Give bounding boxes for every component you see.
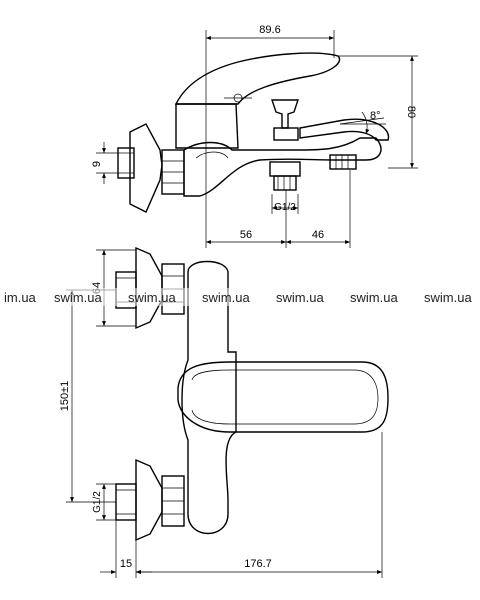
front-lower-flange [135, 458, 163, 542]
dim-left-label: 56 [240, 229, 252, 241]
dim-spacing-label: 150±1 [59, 381, 71, 412]
top-diverter-knob [271, 99, 299, 129]
dim-pipe-label: 9 [91, 161, 103, 167]
dim-wall-label: 15 [120, 558, 132, 570]
top-aerator [329, 154, 357, 170]
dim-length-label: 176.7 [244, 558, 272, 570]
front-faucet-body [181, 260, 237, 535]
watermark-text: swim.ua [276, 290, 324, 305]
dim-angle-label: 8° [370, 110, 381, 122]
top-view: 89.6 80 8° 9 G1/2 56 46 [91, 24, 418, 248]
watermark-strip: im.ua swim.ua swim.ua swim.ua swim.ua sw… [0, 288, 480, 306]
front-lower-pipe [115, 483, 137, 521]
watermark-text: swim.ua [128, 290, 176, 305]
dim-width-label: 89.6 [259, 24, 280, 36]
dim-right-label: 46 [312, 229, 324, 241]
watermark-text: swim.ua [350, 290, 398, 305]
top-faucet-body [183, 137, 382, 197]
watermark-text: swim.ua [54, 290, 102, 305]
watermark-text: swim.ua [424, 290, 472, 305]
top-cartridge [175, 103, 239, 149]
watermark-text: im.ua [4, 290, 37, 305]
watermark-text: swim.ua [202, 290, 250, 305]
top-thread-label: G1/2 [274, 202, 296, 213]
top-pipe-stub [117, 147, 135, 179]
top-wall-flange [129, 123, 163, 213]
front-thread-label: G1/2 [92, 491, 103, 513]
front-lever-handle [177, 361, 389, 433]
top-lever-handle [174, 52, 341, 105]
dim-height-label: 80 [405, 106, 417, 118]
top-hose-outlet [269, 161, 301, 177]
top-spout [299, 118, 390, 141]
